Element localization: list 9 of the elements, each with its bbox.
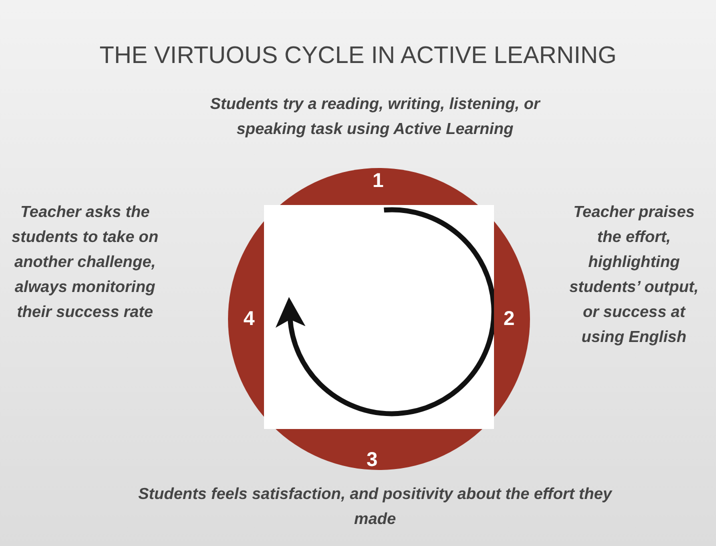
step-number: 1 xyxy=(371,169,385,193)
step-description: Students feels satisfaction, and positivity about the effort they made xyxy=(137,485,614,530)
step-number: 3 xyxy=(365,448,379,472)
step-number: 4 xyxy=(242,307,256,331)
step-description: Students try a reading, writing, listening, or speaking task using Active Learning xyxy=(209,95,542,140)
step-description: Teacher asks the students to take on another challenge, always monitoring their success rate xyxy=(10,203,160,323)
step-description: Teacher praises the effort, highlighting students’ output, or success at using English xyxy=(568,203,700,348)
title: THE VIRTUOUS CYCLE IN ACTIVE LEARNING xyxy=(98,42,618,70)
step-number: 2 xyxy=(502,307,516,331)
